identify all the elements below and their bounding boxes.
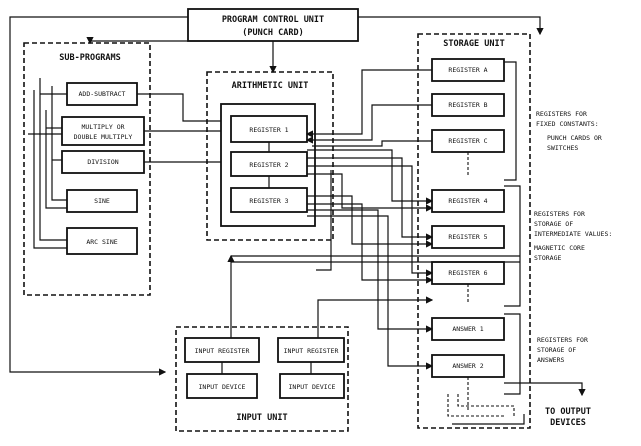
program-control-unit-box: [187, 8, 359, 42]
svg-text:STORAGE OF: STORAGE OF: [534, 220, 573, 228]
register-5-label: REGISTER 5: [448, 233, 487, 241]
register-2-label: REGISTER 2: [249, 161, 288, 169]
svg-text:REGISTERS FOR: REGISTERS FOR: [536, 110, 587, 118]
sine-box: [66, 189, 138, 213]
input-register-left-label: INPUT REGISTER: [195, 347, 250, 355]
svg-text:STORAGE: STORAGE: [534, 254, 561, 262]
svg-text:PUNCH CARDS OR: PUNCH CARDS OR: [547, 134, 602, 142]
input-register-left-box: [184, 337, 260, 363]
answer-1-label: ANSWER 1: [452, 325, 483, 333]
input-device-right-label: INPUT DEVICE: [289, 383, 336, 391]
svg-text:MAGNETIC CORE: MAGNETIC CORE: [534, 244, 585, 252]
storage-unit-frame: [417, 33, 531, 429]
fixed-constants-note: REGISTERS FOR FIXED CONSTANTS: PUNCH CAR…: [536, 110, 602, 152]
control-to-input-line: [9, 16, 188, 376]
storage-title: STORAGE UNIT: [443, 39, 504, 49]
svg-text:INTERMEDIATE VALUES:: INTERMEDIATE VALUES:: [534, 230, 612, 238]
input-title: INPUT UNIT: [236, 413, 287, 423]
svg-text:SWITCHES: SWITCHES: [547, 144, 578, 152]
answer-2-label: ANSWER 2: [452, 362, 483, 370]
input-register-right-label: INPUT REGISTER: [284, 347, 339, 355]
input-wiring: [221, 254, 434, 374]
control-to-storage-line: [358, 16, 544, 36]
input-device-left-label: INPUT DEVICE: [199, 383, 246, 391]
svg-text:REGISTERS FOR: REGISTERS FOR: [537, 336, 588, 344]
add-subtract-label: ADD-SUBTRACT: [79, 90, 126, 98]
arithmetic-title: ARITHMETIC UNIT: [232, 81, 309, 91]
register-1-label: REGISTER 1: [249, 126, 288, 134]
svg-text:STORAGE OF: STORAGE OF: [537, 346, 576, 354]
multiply-label-line2: DOUBLE MULTIPLY: [74, 133, 133, 141]
register-3-label: REGISTER 3: [249, 197, 288, 205]
arc-sine-label: ARC SINE: [86, 238, 117, 246]
multiply-box: [61, 116, 145, 146]
input-device-left-box: [186, 373, 258, 399]
register-b-label: REGISTER B: [448, 101, 487, 109]
program-control-subtitle: (PUNCH CARD): [242, 28, 303, 38]
storage-group-brackets: [467, 61, 521, 410]
output-label-line2: DEVICES: [550, 418, 586, 428]
arithmetic-unit-frame: [206, 71, 334, 241]
register-4-label: REGISTER 4: [448, 197, 487, 205]
svg-text:ANSWERS: ANSWERS: [537, 356, 564, 364]
svg-text:REGISTERS FOR: REGISTERS FOR: [534, 210, 585, 218]
svg-text:FIXED CONSTANTS:: FIXED CONSTANTS:: [536, 120, 599, 128]
arc-sine-box: [66, 227, 138, 255]
program-control-title: PROGRAM CONTROL UNIT: [222, 15, 324, 25]
answers-note: REGISTERS FOR STORAGE OF ANSWERS: [537, 336, 588, 364]
register-6-label: REGISTER 6: [448, 269, 487, 277]
subprograms-unit-frame: [23, 42, 151, 296]
sine-label: SINE: [94, 197, 110, 205]
add-to-register1-line: [137, 93, 233, 125]
input-device-right-box: [279, 373, 345, 399]
output-label-line1: TO OUTPUT: [545, 407, 591, 417]
subprograms-title: SUB-PROGRAMS: [59, 53, 120, 63]
register-a-label: REGISTER A: [448, 66, 487, 74]
multiply-label-line1: MULTIPLY OR: [81, 123, 124, 131]
input-unit-frame: [175, 326, 349, 432]
input-register-right-box: [277, 337, 345, 363]
division-label: DIVISION: [87, 158, 118, 166]
register-c-label: REGISTER C: [448, 137, 487, 145]
subprogram-bus-lines: [28, 78, 67, 249]
intermediate-values-note: REGISTERS FOR STORAGE OF INTERMEDIATE VA…: [534, 210, 612, 262]
arithmetic-storage-wiring: [231, 69, 520, 370]
output-wiring: [447, 382, 586, 425]
